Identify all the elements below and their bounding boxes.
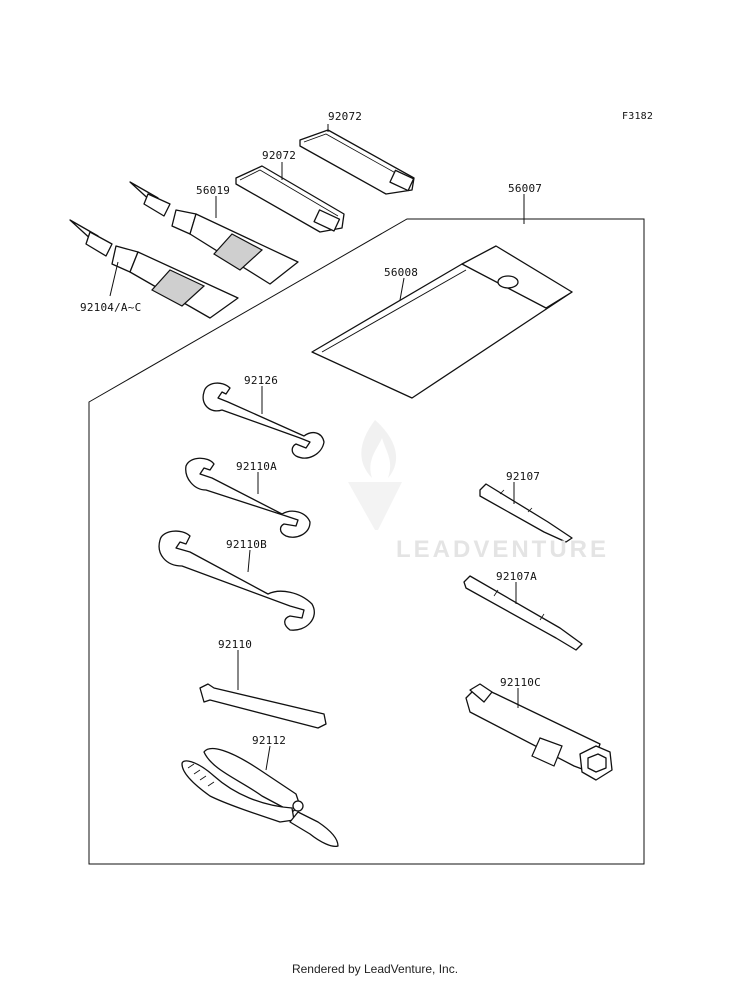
- pliers-92112: [181, 748, 339, 848]
- part-label-92107A[interactable]: 92107A: [496, 570, 537, 583]
- wrench-92126: [202, 382, 325, 459]
- part-label-92072-lower[interactable]: 92072: [262, 149, 297, 162]
- wrench-92110A: [185, 457, 311, 538]
- part-label-92110A[interactable]: 92110A: [236, 460, 277, 473]
- part-label-92107[interactable]: 92107: [506, 470, 541, 483]
- watermark-logo: [348, 420, 402, 530]
- strap-92072-upper: [299, 129, 415, 195]
- part-label-92110C[interactable]: 92110C: [500, 676, 541, 689]
- watermark-text: LEADVENTURE: [396, 536, 610, 563]
- part-label-92110B[interactable]: 92110B: [226, 538, 267, 551]
- part-label-56008[interactable]: 56008: [384, 266, 419, 279]
- box-wrench-92110C: [465, 683, 613, 781]
- diagram-code: F3182: [622, 111, 654, 122]
- part-label-56007[interactable]: 56007: [508, 182, 543, 195]
- allen-key-92110: [199, 683, 327, 729]
- tube-56019: [129, 181, 299, 285]
- part-label-92110[interactable]: 92110: [218, 638, 253, 651]
- toolkit-boundary: [88, 218, 645, 865]
- wrench-92110B: [158, 530, 315, 631]
- part-label-92104[interactable]: 92104/A~C: [80, 301, 142, 314]
- bit-92107: [479, 483, 573, 543]
- part-label-92072-upper[interactable]: 92072: [328, 110, 363, 123]
- part-label-56019[interactable]: 56019: [196, 184, 231, 197]
- part-label-92112[interactable]: 92112: [252, 734, 287, 747]
- tube-92104: [69, 219, 239, 319]
- leader-lines: [109, 124, 525, 771]
- footer-credit: Rendered by LeadVenture, Inc.: [291, 962, 459, 976]
- strap-92072-lower: [235, 165, 345, 233]
- bit-92107A: [463, 575, 583, 651]
- part-label-92126[interactable]: 92126: [244, 374, 279, 387]
- pouch-56008: [311, 245, 573, 399]
